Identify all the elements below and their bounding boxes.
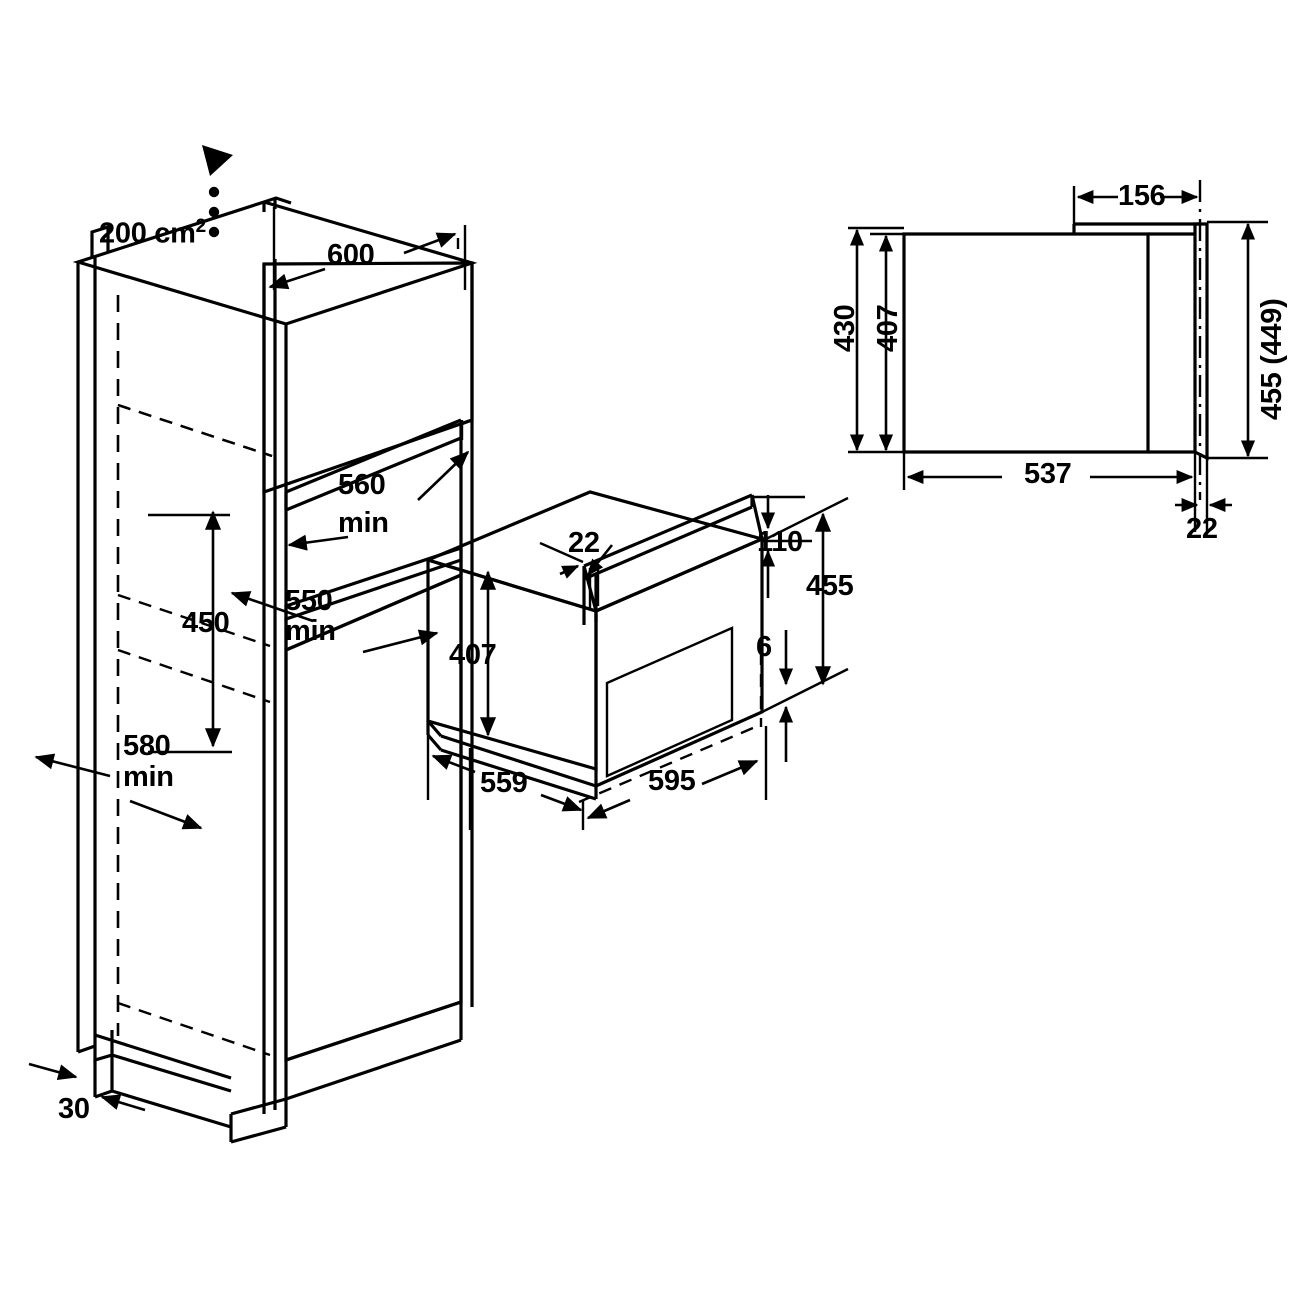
dim-595-oven-width (581, 726, 768, 830)
label-ventilation-superscript: 2 (195, 215, 207, 237)
front-elevation-view (902, 222, 1209, 461)
oven-control-panel (582, 493, 754, 625)
cabinet-front-stile (262, 259, 288, 1114)
dim-450-niche-height (148, 510, 232, 754)
label-6: 6 (756, 631, 772, 663)
dim-22-trim (539, 541, 614, 609)
label-22-trim: 22 (568, 527, 600, 559)
front-body-outline (902, 232, 1150, 454)
label-110: 110 (757, 526, 803, 558)
label-407-oven: 407 (449, 639, 497, 671)
oven-hidden-base (578, 652, 763, 804)
cabinet-base-edges (94, 1033, 232, 1080)
label-550-min: min (285, 615, 336, 647)
dim-560-niche-width (284, 420, 470, 560)
oven-underside (426, 719, 598, 801)
oven-door-window (605, 626, 734, 778)
label-580-min: min (123, 761, 174, 793)
cabinet-right-outer-face (459, 263, 474, 1007)
label-22-door: 22 (1186, 513, 1218, 545)
label-430: 430 (829, 304, 861, 353)
oven-door-panel (594, 536, 764, 789)
dim-580-cabinet-depth (34, 753, 203, 830)
label-407-front: 407 (872, 304, 904, 353)
label-ventilation-area: 200 cm2 (99, 215, 207, 250)
cabinet-plinth (111, 1000, 463, 1144)
cabinet-isometric-view (72, 145, 478, 1144)
label-450: 450 (182, 607, 230, 639)
dim-559-oven-depth (426, 730, 583, 830)
label-156: 156 (1118, 180, 1166, 212)
label-455-449: 455 (449) (1256, 298, 1288, 420)
ventilation-arrow-icon (202, 145, 233, 238)
dim-600-cabinet-width (268, 207, 467, 290)
dim-30-plinth (28, 1062, 146, 1112)
cabinet-lower-front-face (284, 572, 463, 1063)
front-extension-lines (848, 180, 1268, 532)
label-600: 600 (327, 239, 375, 271)
dim-455-overall-height (761, 496, 849, 714)
label-537: 537 (1024, 458, 1072, 490)
cabinet-left-wall (76, 257, 114, 1099)
dim-550-niche-depth (230, 591, 439, 654)
cabinet-hidden-edges (116, 295, 273, 1057)
label-560-min: min (338, 507, 389, 539)
label-550: 550 (285, 585, 333, 617)
dim-110-fascia (752, 495, 812, 598)
label-560: 560 (338, 469, 386, 501)
label-30: 30 (58, 1093, 90, 1125)
label-580: 580 (123, 730, 171, 762)
label-455-oven: 455 (806, 570, 854, 602)
label-559: 559 (480, 767, 528, 799)
label-595: 595 (648, 765, 696, 797)
